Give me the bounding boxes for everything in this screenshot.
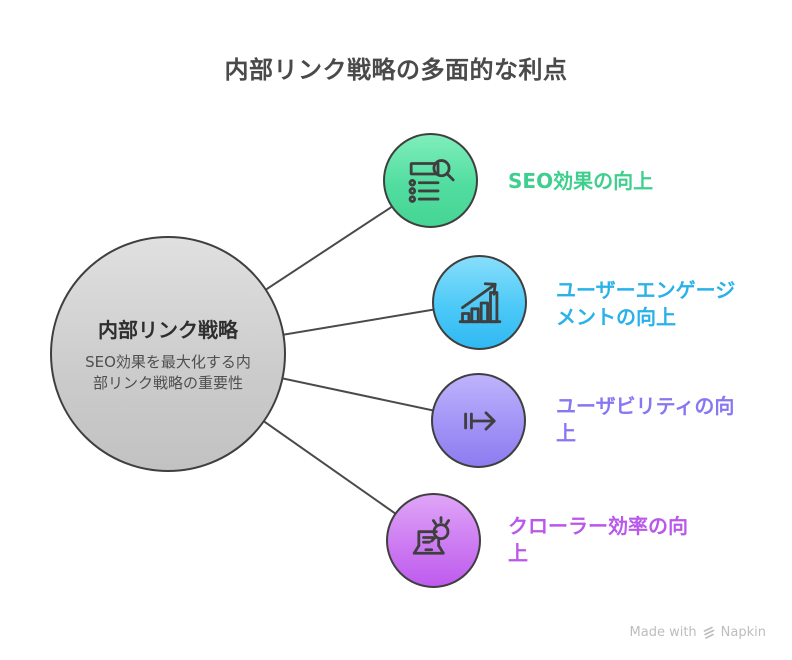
laptop-search-icon <box>406 513 462 569</box>
node-seo <box>383 133 478 228</box>
node-crawler <box>386 493 481 588</box>
label-crawler: クローラー効率の向上 <box>508 514 688 565</box>
brand-text: Napkin <box>720 625 766 640</box>
node-usability <box>431 373 526 468</box>
central-node: 内部リンク戦略 SEO効果を最大化する内部リンク戦略の重要性 <box>50 236 286 472</box>
made-with-napkin: Made with Napkin <box>630 625 766 640</box>
label-usability: ユーザビリティの向上 <box>556 394 735 445</box>
label-seo: SEO効果の向上 <box>508 169 654 193</box>
list-search-icon <box>403 153 459 209</box>
central-node-subtitle: SEO効果を最大化する内部リンク戦略の重要性 <box>85 353 251 392</box>
napkin-logo-icon <box>703 626 714 639</box>
central-node-title: 内部リンク戦略 <box>98 318 238 342</box>
maps-to-arrow-icon <box>451 393 507 449</box>
node-engagement <box>432 255 527 350</box>
made-with-text: Made with <box>629 625 697 640</box>
diagram-title: 内部リンク戦略の多面的な利点 <box>224 56 568 84</box>
label-engagement: ユーザーエンゲージメントの向上 <box>556 278 736 329</box>
bar-chart-growth-icon <box>452 275 508 331</box>
